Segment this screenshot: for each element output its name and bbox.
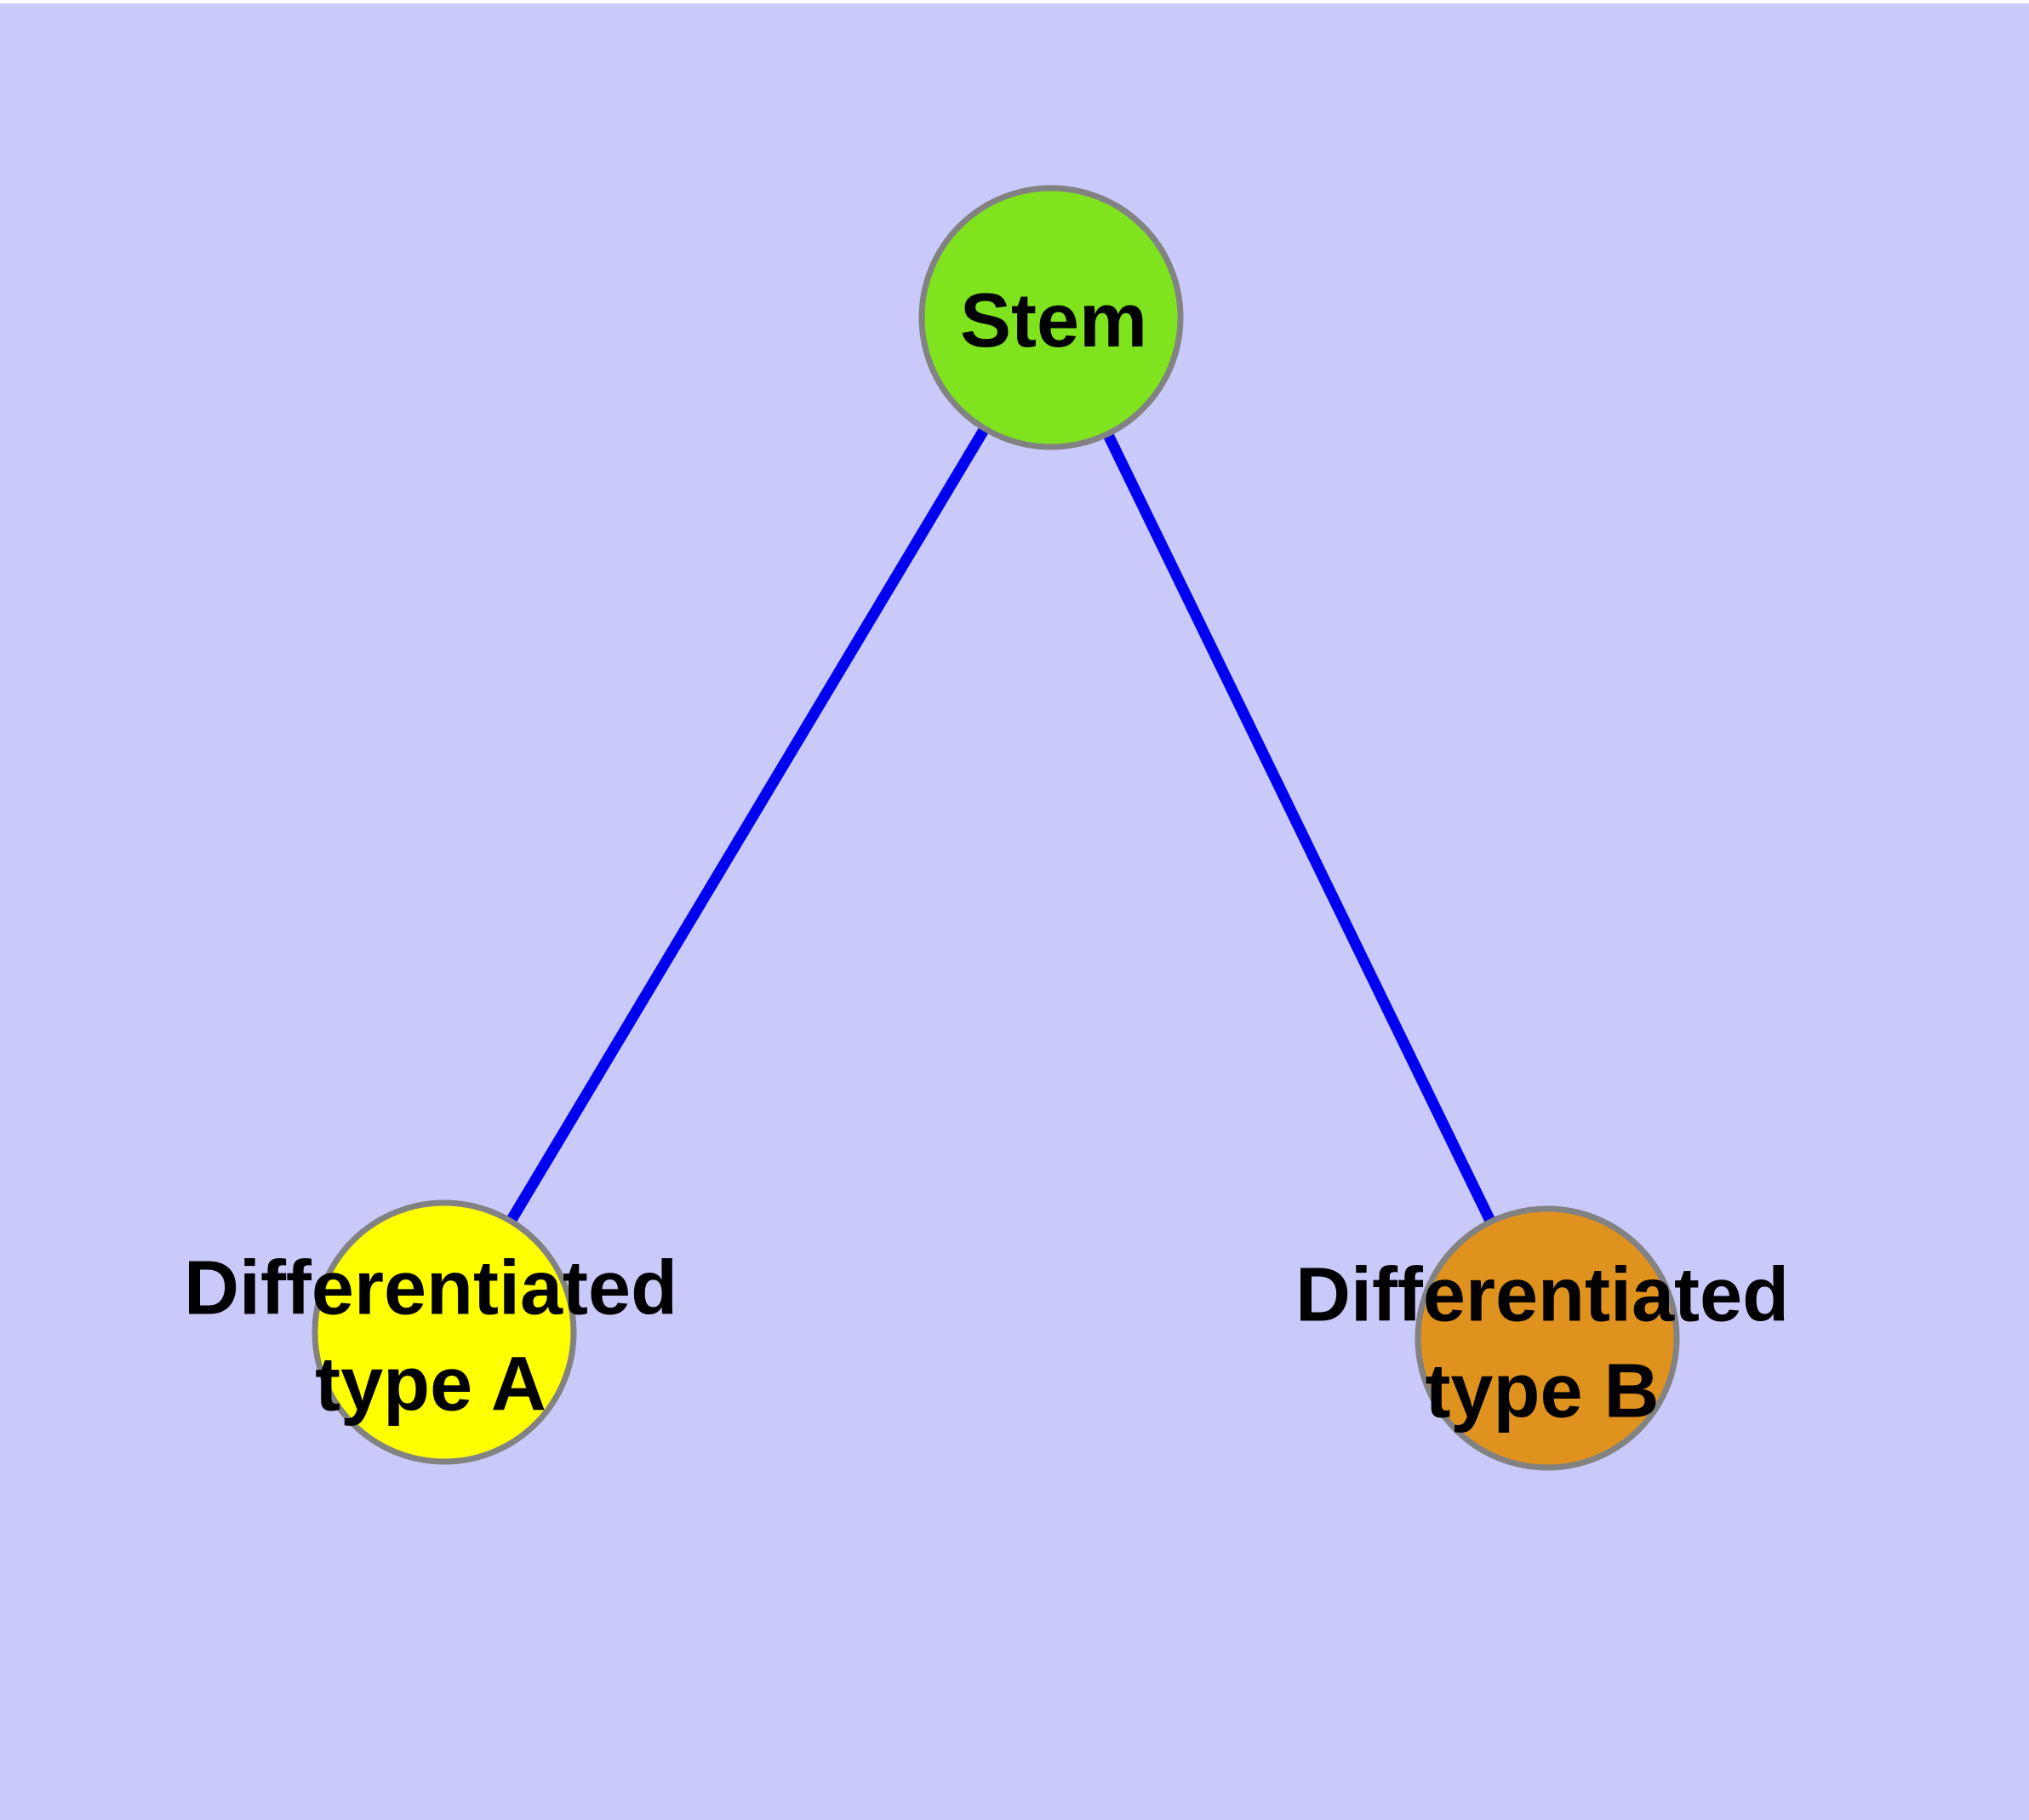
node-stem-circle [918,185,1184,450]
node-type-a-circle [311,1199,577,1465]
node-type-b-circle [1415,1205,1680,1471]
node-stem-label: Stem [959,278,1148,363]
node-type-b-label: Differentiated type B [1295,1252,1790,1434]
edge-stem-to-type-a [439,314,1056,1336]
node-type-a-label: Differentiated type A [183,1245,678,1428]
edge-stem-to-type-b [1046,315,1552,1341]
top-margin-strip [0,0,2029,3]
